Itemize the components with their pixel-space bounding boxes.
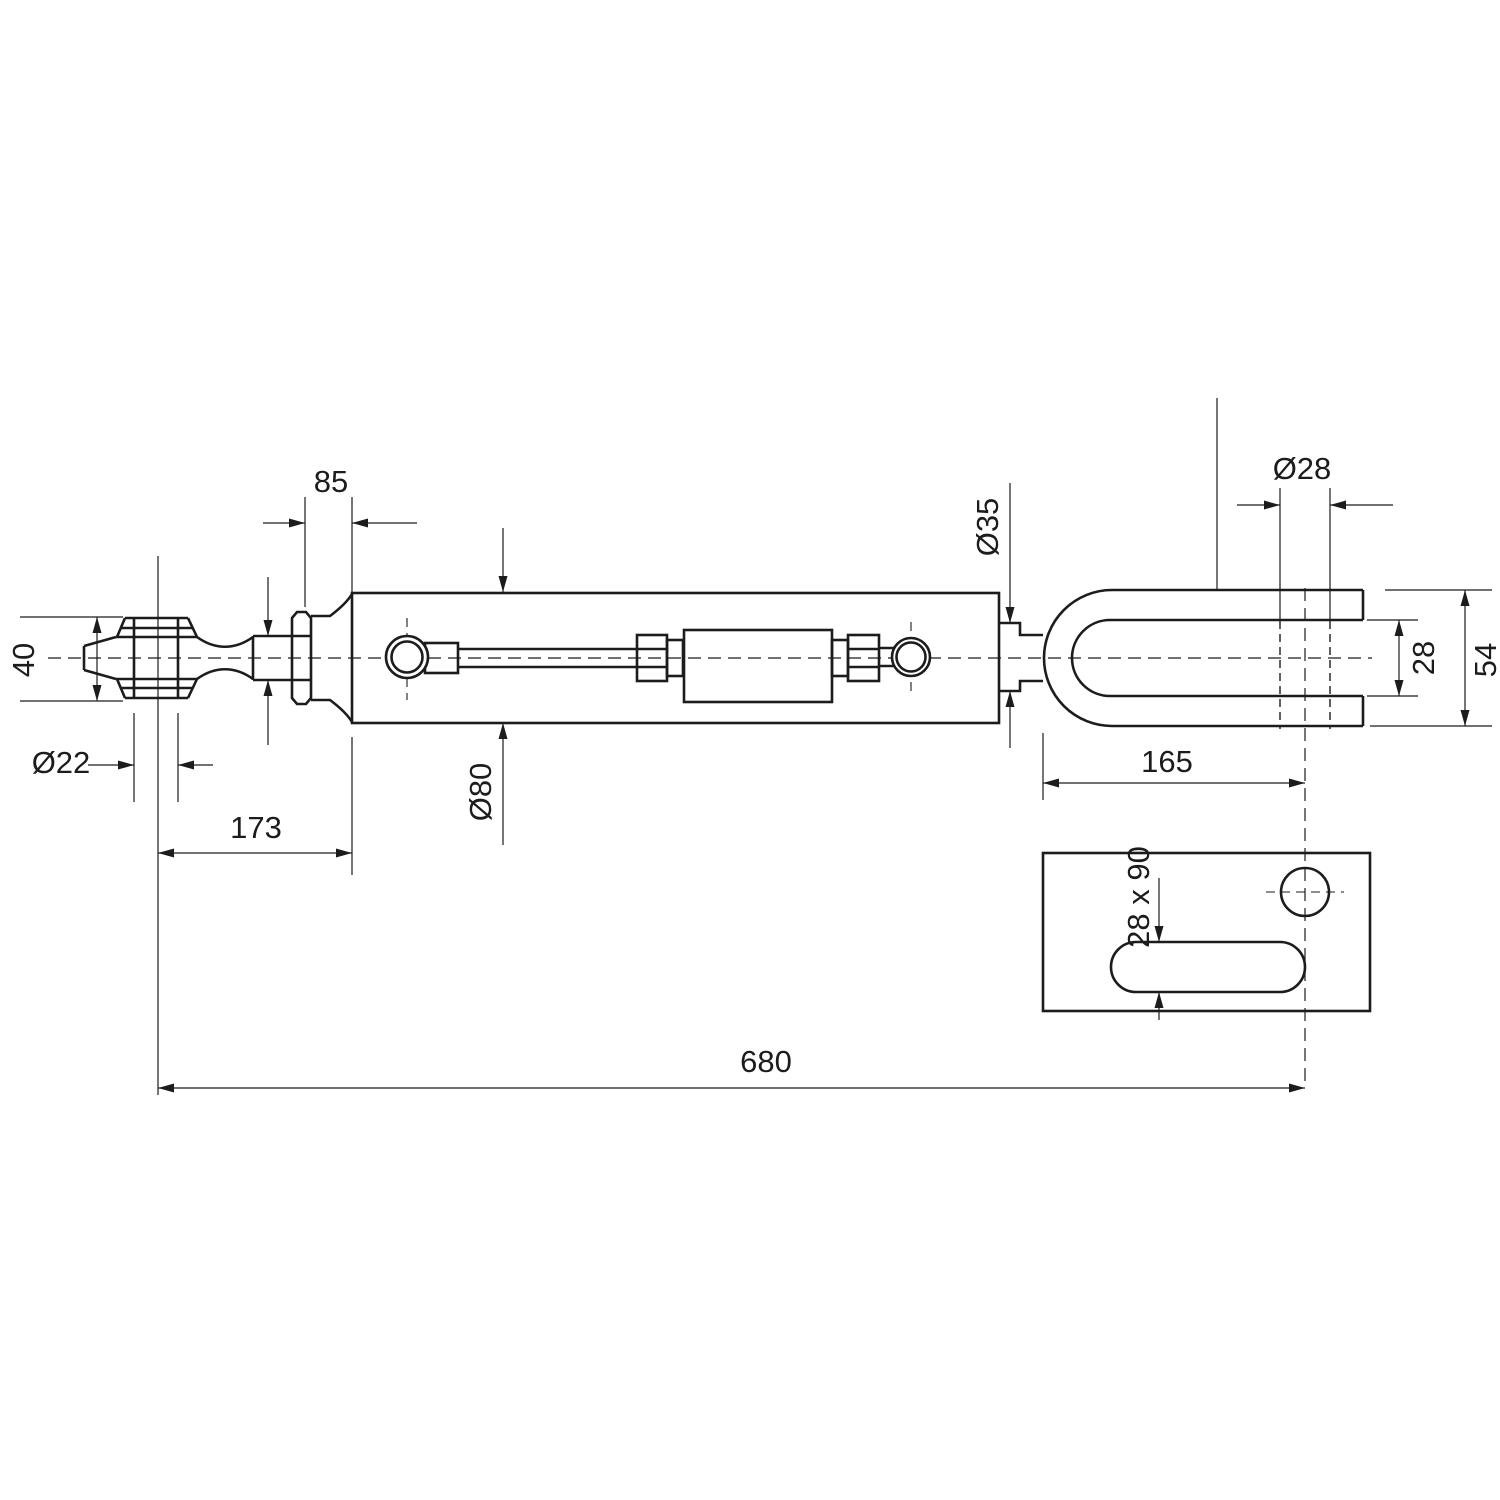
dim-label-54: 54 <box>1468 643 1500 677</box>
dim-o80-arrow-top <box>498 576 508 592</box>
dim-label-o28: Ø28 <box>1273 451 1332 486</box>
dim-label-85: 85 <box>314 464 348 499</box>
ball-cap-bottom-sides <box>115 678 199 699</box>
dim-label-680: 680 <box>740 1044 792 1079</box>
banjo-left-inner-ring <box>390 640 424 674</box>
mounting-plate-detail <box>1041 851 1372 1013</box>
dim-label-165: 165 <box>1141 744 1193 779</box>
dim-slot-28x90: 28 x 90 <box>1121 846 1164 1020</box>
collar-flare-bottom <box>311 698 354 723</box>
dim-680: 680 <box>158 1044 1305 1093</box>
dim-165-arrow-left <box>1043 778 1059 788</box>
dim-173-arrow-right <box>336 848 352 858</box>
dim-54-arrow-bottom <box>1460 710 1470 726</box>
dim-165: 165 <box>1042 733 1305 800</box>
dim-40-arrow-top <box>92 617 102 633</box>
ball-joint-end <box>82 616 254 700</box>
dim-85-arrow-left <box>289 518 305 528</box>
cylinder-body-outline <box>350 591 1001 725</box>
dim-85: 85 <box>263 464 417 607</box>
dim-label-173: 173 <box>230 810 282 845</box>
neck-bottom <box>196 668 254 681</box>
dim-o35-arrow-bottom <box>1005 691 1015 707</box>
ball-end-taper-top <box>83 635 117 648</box>
dim-28-arrow-bottom <box>1394 680 1404 696</box>
plate-slot <box>1109 940 1307 994</box>
fork-inner-slot <box>1070 618 1363 698</box>
dim-o28: Ø28 <box>1237 451 1393 620</box>
dim-o80-arrow-bottom <box>498 723 508 739</box>
dim-o35: Ø35 <box>970 483 1015 748</box>
lock-nut <box>290 610 313 706</box>
dim-o35-arrow-top <box>1005 607 1015 623</box>
dim-165-arrow-right <box>1289 778 1305 788</box>
dim-label-o80: Ø80 <box>463 763 498 822</box>
dim-rod-diameter <box>263 577 273 745</box>
plate-round-hole <box>1279 866 1331 918</box>
dim-slot-arrow-top <box>1154 926 1164 942</box>
connector-step-bottom <box>999 679 1043 693</box>
dim-slot-arrow-bottom <box>1154 992 1164 1008</box>
dim-o28-arrow-left <box>1264 500 1280 510</box>
dim-680-arrow-right <box>1289 1083 1305 1093</box>
dim-40-arrow-bottom <box>92 685 102 701</box>
dim-28-arrow-top <box>1394 620 1404 636</box>
banjo-right-inner-ring <box>895 641 927 673</box>
protective-sleeve-block <box>682 628 834 704</box>
dim-label-o22: Ø22 <box>32 745 91 780</box>
dim-rod-arrow-bottom <box>263 680 273 696</box>
dim-54-arrow-top <box>1460 590 1470 606</box>
cylinder-body <box>350 591 1001 725</box>
neck-top <box>196 635 254 648</box>
threaded-rod-and-nut <box>251 593 354 723</box>
clevis-fork <box>1042 588 1365 729</box>
ball-end-taper-bottom <box>83 668 117 681</box>
ball-cap-top-sides <box>115 617 199 638</box>
dim-173-arrow-left <box>158 848 174 858</box>
dim-label-28: 28 <box>1406 641 1441 675</box>
fork-outer-profile <box>1042 588 1363 728</box>
dim-label-o35: Ø35 <box>970 498 1005 557</box>
collar-flare-top <box>311 593 354 618</box>
centerlines <box>48 398 1372 1095</box>
dim-rod-arrow-top <box>263 620 273 636</box>
hose-assembly <box>384 628 932 704</box>
dim-85-arrow-right <box>352 518 368 528</box>
dim-o22: Ø22 <box>32 713 213 802</box>
dim-o80: Ø80 <box>463 528 508 845</box>
dim-54: 54 <box>1370 589 1500 727</box>
dim-28-gap: 28 <box>1367 619 1441 697</box>
dim-label-40: 40 <box>6 643 41 677</box>
dim-o22-arrow-left <box>118 760 134 770</box>
plate-outline <box>1041 851 1372 1013</box>
connector-step-top <box>999 621 1043 637</box>
dim-o22-arrow-right <box>178 760 194 770</box>
hex-fitting-right <box>846 633 881 683</box>
dim-173: 173 <box>158 737 353 875</box>
clevis-connector <box>999 621 1043 693</box>
dim-o28-arrow-right <box>1330 500 1346 510</box>
dim-40: 40 <box>6 616 123 702</box>
dim-label-slot: 28 x 90 <box>1121 846 1156 948</box>
dim-680-arrow-left <box>158 1083 174 1093</box>
